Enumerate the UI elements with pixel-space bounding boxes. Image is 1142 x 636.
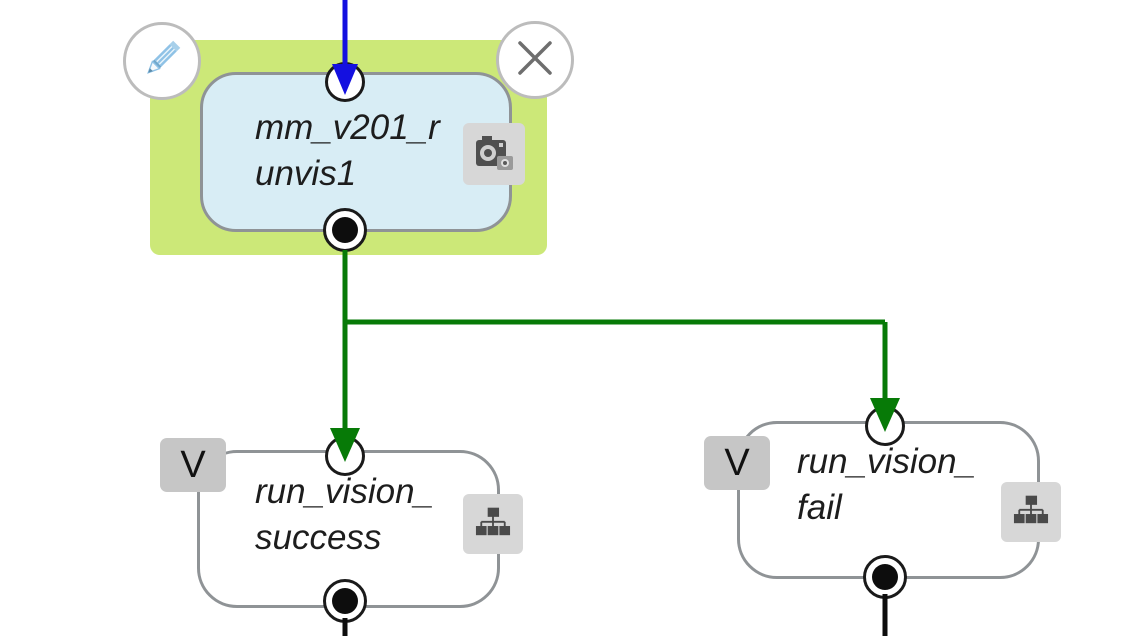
node-run-vision-success[interactable]: run_vision_ success <box>197 450 500 608</box>
port-dot <box>332 588 358 614</box>
input-port[interactable] <box>325 62 365 102</box>
vision-badge-letter: V <box>180 443 206 486</box>
node-label-line: success <box>255 518 382 557</box>
hierarchy-icon <box>463 494 523 554</box>
port-dot <box>872 564 898 590</box>
edit-button[interactable] <box>123 22 201 100</box>
close-icon <box>507 30 563 91</box>
node-label-line: mm_v201_r <box>255 108 440 147</box>
node-label-line: unvis1 <box>255 154 357 193</box>
pencil-icon <box>134 31 190 92</box>
vision-badge: V <box>160 438 226 492</box>
node-label-line: run_vision_ <box>797 442 976 481</box>
node-label-line: fail <box>797 488 842 527</box>
node-label: run_vision_ fail <box>797 439 976 531</box>
camera-icon <box>463 123 525 185</box>
input-port[interactable] <box>865 406 905 446</box>
node-label: mm_v201_r unvis1 <box>255 105 440 197</box>
hierarchy-icon <box>1001 482 1061 542</box>
node-label: run_vision_ success <box>255 469 434 561</box>
port-dot <box>332 217 358 243</box>
output-port[interactable] <box>323 208 367 252</box>
vision-badge-letter: V <box>724 441 750 484</box>
input-port[interactable] <box>325 436 365 476</box>
node-label-line: run_vision_ <box>255 472 434 511</box>
output-port[interactable] <box>863 555 907 599</box>
output-port[interactable] <box>323 579 367 623</box>
vision-badge: V <box>704 436 770 490</box>
delete-button[interactable] <box>496 21 574 99</box>
